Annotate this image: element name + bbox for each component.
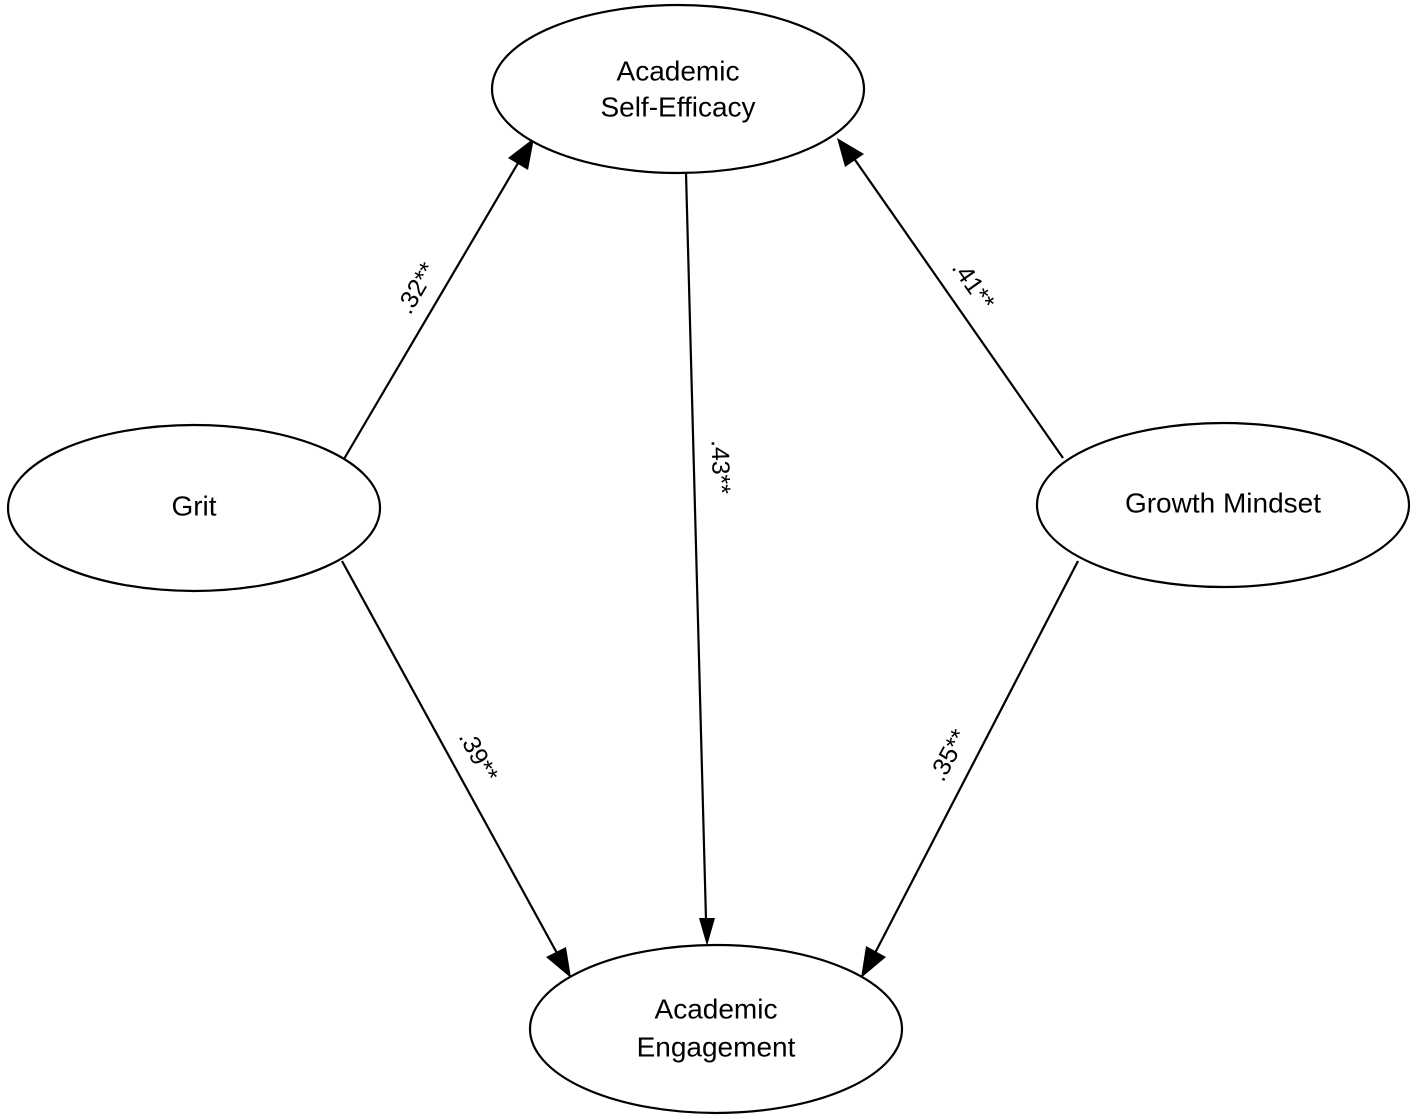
node-label: Self-Efficacy — [600, 91, 755, 122]
node-grit: Grit — [6, 423, 382, 593]
node-ellipse — [528, 943, 904, 1115]
node-academic-self-efficacy: Academic Self-Efficacy — [490, 3, 866, 175]
node-growth-mindset: Growth Mindset — [1035, 421, 1411, 589]
edge-line — [852, 156, 1064, 459]
coefficient-label: .43** — [705, 439, 735, 494]
node-label: Academic — [655, 993, 778, 1024]
node-academic-engagement: Academic Engagement — [528, 943, 904, 1115]
node-ellipse — [6, 423, 382, 593]
edge-line — [873, 560, 1079, 956]
edge-line — [341, 560, 559, 956]
edge-growth-mindset-to-self-efficacy: .41** — [837, 138, 1064, 459]
node-ellipse — [1035, 421, 1411, 589]
edge-line — [684, 172, 708, 921]
edge-growth-mindset-to-engagement: .35** — [861, 560, 1079, 978]
node-label: Engagement — [637, 1031, 796, 1062]
node-label: Academic — [617, 55, 740, 86]
node-ellipse — [490, 3, 866, 175]
edge-line — [343, 157, 522, 460]
edge-grit-to-self-efficacy: .32** — [343, 138, 534, 460]
node-label: Grit — [171, 490, 216, 521]
arrowhead-icon — [508, 138, 534, 170]
coefficient-label: .32** — [391, 258, 442, 319]
arrowhead-icon — [861, 946, 886, 978]
coefficient-label: .41** — [946, 255, 1000, 316]
arrowhead-icon — [699, 918, 715, 946]
edge-self-efficacy-to-engagement: .43** — [684, 172, 735, 946]
arrowhead-icon — [546, 947, 571, 978]
arrowhead-icon — [837, 138, 864, 167]
node-label: Growth Mindset — [1125, 487, 1321, 518]
edge-grit-to-engagement: .39** — [341, 560, 571, 978]
